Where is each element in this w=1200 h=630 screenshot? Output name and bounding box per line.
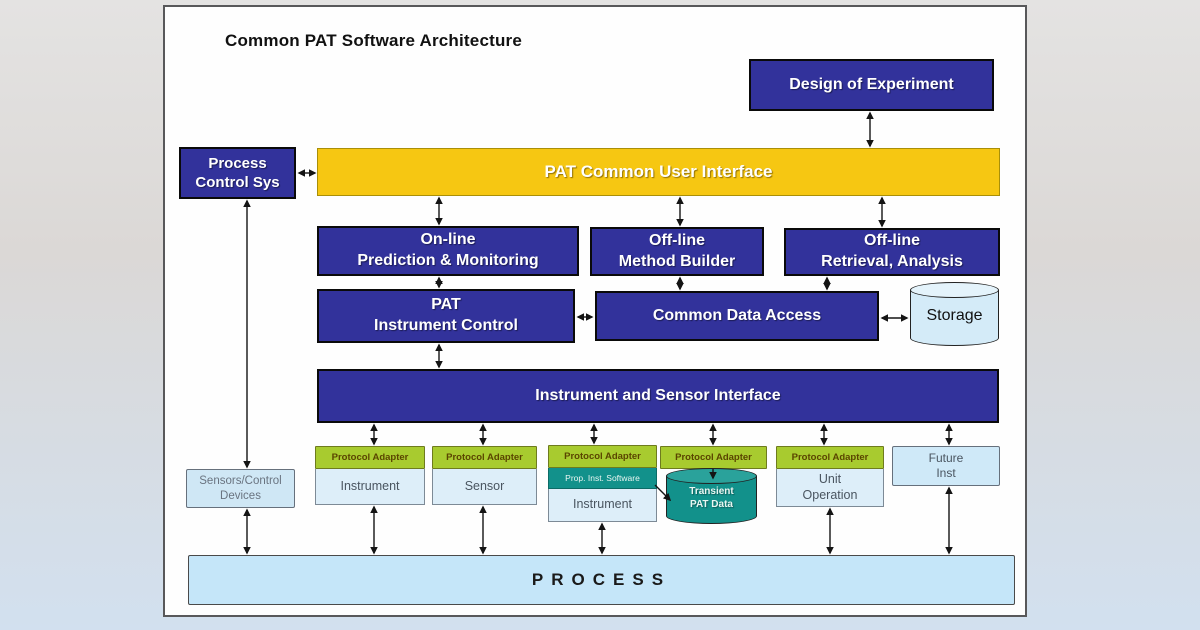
node-offline-retrieval-analysis: Off-line Retrieval, Analysis (784, 228, 1000, 276)
storage-cylinder: Storage (910, 282, 999, 346)
adapter-transient: Protocol Adapter (660, 446, 767, 469)
node-instrument-sensor-interface: Instrument and Sensor Interface (317, 369, 999, 423)
adapter-sensor-body: Sensor (432, 469, 537, 505)
protocol-adapter-header: Protocol Adapter (432, 446, 537, 469)
prop-inst-software-band: Prop. Inst. Software (548, 468, 657, 489)
adapter-prop-inst-body: Instrument (548, 489, 657, 522)
adapter-instrument: Protocol Adapter Instrument (315, 446, 425, 505)
adapter-instrument-body: Instrument (315, 469, 425, 505)
adapter-sensor: Protocol Adapter Sensor (432, 446, 537, 505)
node-offline-method-builder: Off-line Method Builder (590, 227, 764, 276)
node-process-control-sys: Process Control Sys (179, 147, 296, 199)
node-design-of-experiment: Design of Experiment (749, 59, 994, 111)
transient-pat-data-cylinder: Transient PAT Data (666, 468, 757, 524)
cylinder-body (910, 290, 999, 338)
protocol-adapter-header: Protocol Adapter (548, 445, 657, 468)
protocol-adapter-header: Protocol Adapter (776, 446, 884, 469)
adapter-unit-operation-body: Unit Operation (776, 469, 884, 507)
cylinder-top (910, 282, 999, 298)
node-pat-instrument-control: PAT Instrument Control (317, 289, 575, 343)
diagram-title: Common PAT Software Architecture (225, 31, 523, 50)
protocol-adapter-header: Protocol Adapter (315, 446, 425, 469)
node-sensors-control-devices: Sensors/Control Devices (186, 469, 295, 508)
node-common-data-access: Common Data Access (595, 291, 879, 341)
node-pat-common-user-interface: PAT Common User Interface (317, 148, 1000, 196)
node-process: PROCESS (188, 555, 1015, 605)
adapter-unit-operation: Protocol Adapter Unit Operation (776, 446, 884, 507)
node-future-inst: Future Inst (892, 446, 1000, 486)
node-online-prediction-monitoring: On-line Prediction & Monitoring (317, 226, 579, 276)
protocol-adapter-header: Protocol Adapter (660, 446, 767, 469)
adapter-prop-inst: Protocol Adapter Prop. Inst. Software In… (548, 445, 657, 522)
diagram-canvas: Common PAT Software Architecture Design … (163, 5, 1027, 617)
